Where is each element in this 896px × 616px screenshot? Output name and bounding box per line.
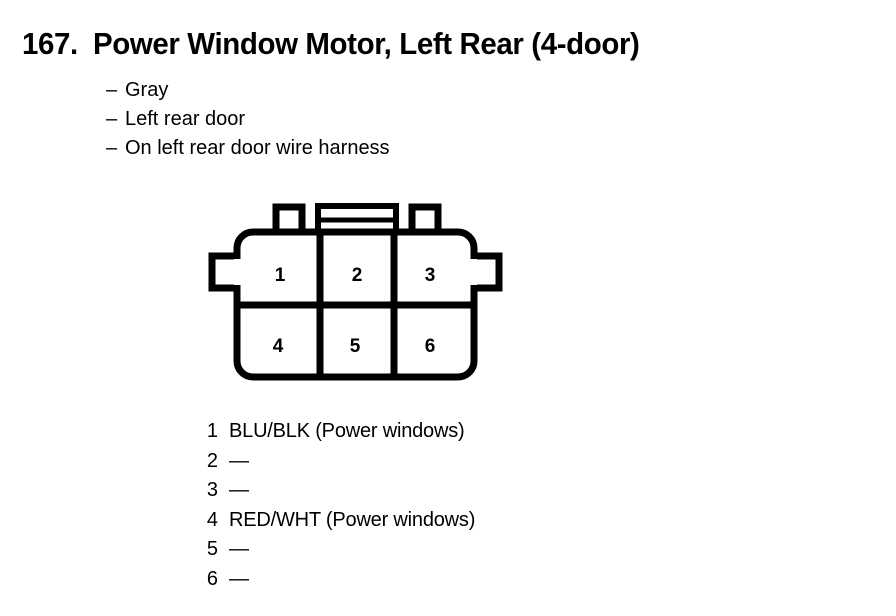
cavity-number-4: 4 bbox=[273, 336, 284, 357]
pin-number: 4 bbox=[206, 508, 218, 531]
detail-line-harness: – On left rear door wire harness bbox=[106, 134, 390, 163]
cavity-grid-lines bbox=[240, 235, 471, 374]
pin-number: 2 bbox=[206, 449, 218, 472]
detail-dash-icon: – bbox=[106, 108, 118, 130]
right-side-tab-icon bbox=[467, 252, 503, 292]
pin-row-4: 4 RED/WHT (Power windows) bbox=[196, 508, 476, 539]
pin-row-5: 5 — bbox=[196, 538, 475, 568]
pin-number: 3 bbox=[206, 479, 218, 501]
pin-row-6: 6 — bbox=[196, 568, 475, 598]
page-title-number: 167. bbox=[22, 26, 78, 61]
pin-value: — bbox=[229, 479, 249, 501]
detail-label: On left rear door wire harness bbox=[125, 137, 390, 159]
connector-diagram: 1 2 3 4 5 6 bbox=[200, 195, 510, 390]
detail-line-color: – Gray bbox=[106, 76, 390, 105]
detail-dash-icon: – bbox=[106, 79, 118, 101]
connector-details-list: – Gray – Left rear door – On left rear d… bbox=[106, 76, 390, 163]
left-side-tab-icon bbox=[208, 252, 244, 292]
pin-assignment-list: 1 BLU/BLK (Power windows) 2 — 3 — 4 RED/… bbox=[196, 420, 476, 598]
pin-value: — bbox=[229, 449, 249, 472]
page-title-text: Power Window Motor, Left Rear (4-door) bbox=[92, 26, 640, 61]
connector-svg: 1 2 3 4 5 6 bbox=[208, 203, 503, 381]
cavity-number-5: 5 bbox=[350, 336, 361, 357]
pin-row-1: 1 BLU/BLK (Power windows) bbox=[196, 420, 475, 450]
cavity-number-2: 2 bbox=[352, 265, 363, 286]
cavity-number-3: 3 bbox=[425, 265, 436, 286]
pin-value: RED/WHT (Power windows) bbox=[229, 508, 476, 531]
detail-dash-icon: – bbox=[106, 137, 118, 159]
detail-label: Gray bbox=[125, 79, 169, 101]
pin-number: 1 bbox=[206, 420, 218, 442]
page-title: 167. Power Window Motor, Left Rear (4-do… bbox=[22, 26, 668, 62]
pin-number: 5 bbox=[206, 538, 218, 560]
cavity-number-1: 1 bbox=[275, 265, 286, 286]
pin-row-2: 2 — bbox=[196, 450, 475, 480]
pin-row-3: 3 — bbox=[196, 479, 475, 509]
pin-number: 6 bbox=[206, 567, 218, 590]
detail-line-location: – Left rear door bbox=[106, 105, 390, 134]
cavity-number-6: 6 bbox=[425, 336, 436, 357]
pin-value: BLU/BLK (Power windows) bbox=[229, 420, 465, 442]
detail-label: Left rear door bbox=[125, 108, 246, 130]
pin-value: — bbox=[229, 538, 249, 560]
pin-value: — bbox=[229, 567, 249, 590]
